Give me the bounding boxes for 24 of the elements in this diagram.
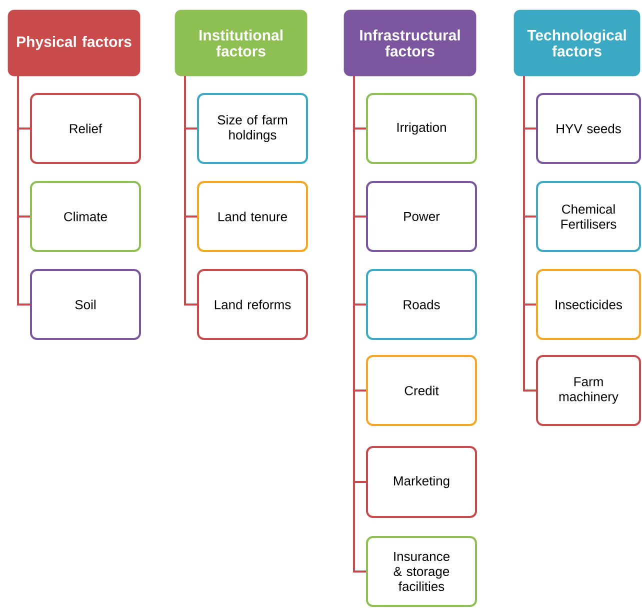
connector-line	[184, 76, 197, 306]
factor-box: Climate	[30, 181, 141, 252]
factor-box: Credit	[366, 355, 477, 426]
connector-line	[353, 76, 366, 572]
factor-box: Chemical Fertilisers	[536, 181, 641, 252]
factor-box: Land reforms	[197, 269, 308, 340]
factor-box: Soil	[30, 269, 141, 340]
category-header: Infrastructural factors	[344, 10, 476, 76]
connector-line	[17, 76, 30, 306]
factor-box: Land tenure	[197, 181, 308, 252]
category-header: Technological factors	[514, 10, 640, 76]
factor-box: Relief	[30, 93, 141, 164]
factor-box: Roads	[366, 269, 477, 340]
factor-box: Marketing	[366, 446, 477, 518]
connector-line	[523, 76, 536, 392]
category-header: Institutional factors	[174, 10, 308, 76]
factor-box: HYV seeds	[536, 93, 641, 164]
category-header: Physical factors	[8, 10, 140, 76]
factor-box: Irrigation	[366, 93, 477, 164]
factor-box: Size of farm holdings	[197, 93, 308, 164]
factor-box: Insurance & storage facilities	[366, 536, 477, 607]
factor-box: Insecticides	[536, 269, 641, 340]
factor-box: Power	[366, 181, 477, 252]
factor-box: Farm machinery	[536, 355, 641, 426]
